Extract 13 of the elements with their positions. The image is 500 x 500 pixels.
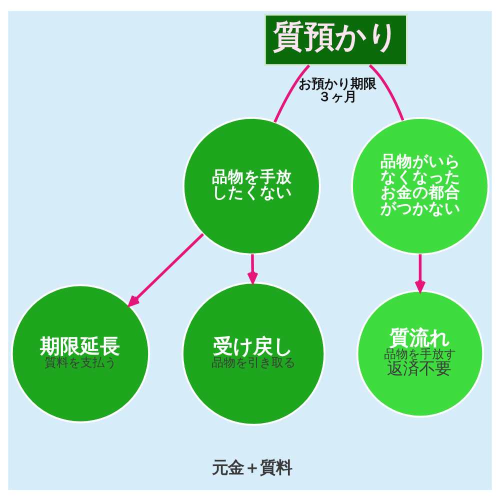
connector — [368, 64, 404, 120]
node-circle: 品物を手放したくない — [182, 116, 321, 255]
arrow — [128, 232, 204, 306]
node-label: 元金＋質料 — [212, 457, 292, 476]
edge-label: お預かり期限３ヶ月 — [298, 76, 376, 104]
arrow — [247, 254, 258, 284]
node-box: 質預かり — [264, 13, 408, 66]
connector — [274, 64, 310, 122]
node-circle: 質流れ 品物を手放す 返済不要 — [356, 289, 484, 418]
node-circle: 期限延長 質料を支払う — [10, 284, 150, 423]
node-circle: 品物がいらなくなった お金の都合がつかない — [351, 116, 490, 255]
arrow — [414, 254, 426, 292]
node-circle: 受け戻し 品物を引き取る — [182, 281, 326, 426]
